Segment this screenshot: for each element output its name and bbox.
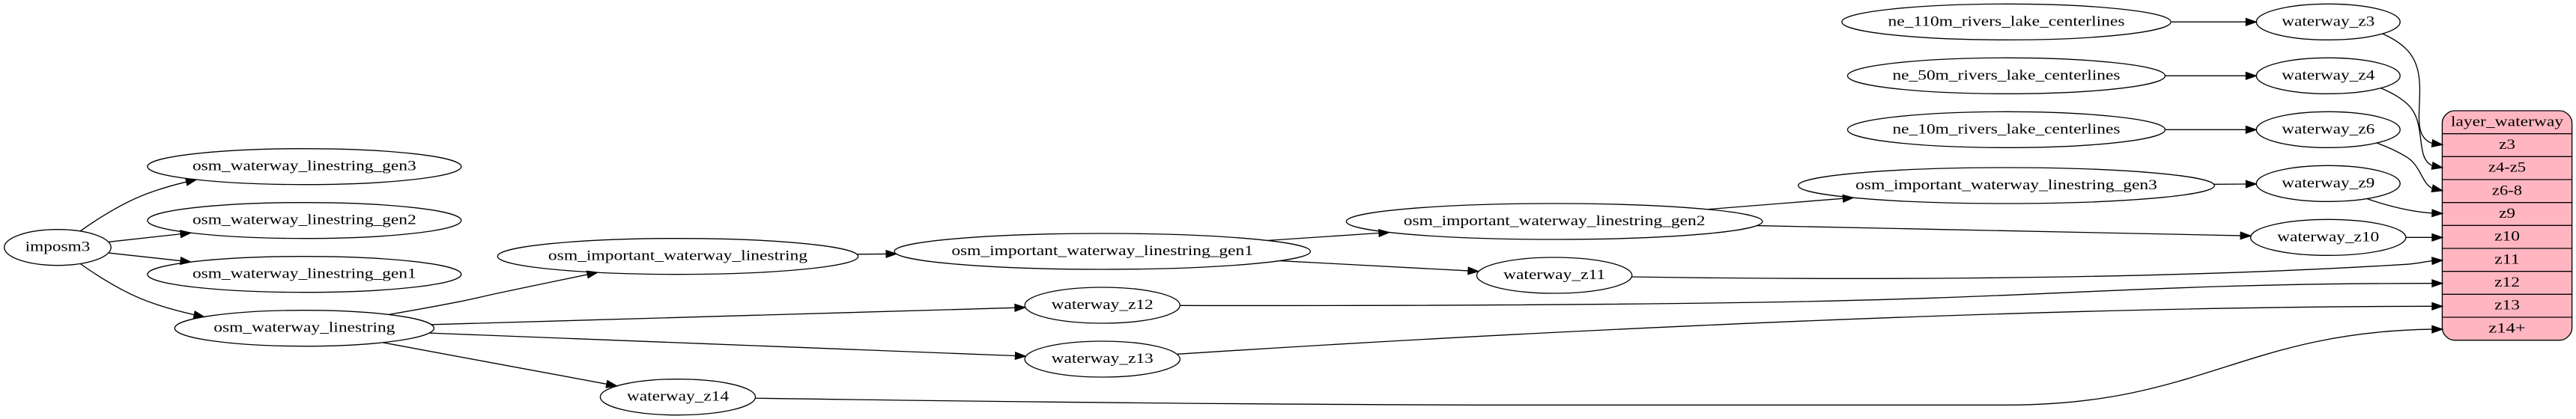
svg-text:ne_50m_rivers_lake_centerlines: ne_50m_rivers_lake_centerlines [1892, 67, 2120, 83]
svg-text:waterway_z4: waterway_z4 [2282, 67, 2375, 83]
svg-text:waterway_z14: waterway_z14 [627, 389, 730, 405]
svg-text:waterway_z3: waterway_z3 [2282, 13, 2375, 29]
svg-text:z10: z10 [2494, 229, 2520, 245]
svg-text:z11: z11 [2494, 251, 2520, 267]
svg-text:osm_important_waterway_linestr: osm_important_waterway_linestring_gen1 [951, 243, 1253, 259]
svg-text:layer_waterway: layer_waterway [2451, 114, 2564, 129]
svg-text:waterway_z6: waterway_z6 [2282, 121, 2375, 137]
svg-text:z12: z12 [2494, 275, 2520, 290]
svg-text:ne_110m_rivers_lake_centerline: ne_110m_rivers_lake_centerlines [1888, 13, 2124, 29]
svg-text:z3: z3 [2499, 137, 2515, 153]
svg-text:z9: z9 [2499, 206, 2515, 221]
svg-text:imposm3: imposm3 [25, 239, 91, 255]
svg-text:osm_waterway_linestring_gen2: osm_waterway_linestring_gen2 [193, 212, 416, 228]
svg-text:osm_waterway_linestring_gen3: osm_waterway_linestring_gen3 [193, 159, 416, 174]
svg-text:z4-z5: z4-z5 [2488, 160, 2526, 176]
svg-text:osm_waterway_linestring: osm_waterway_linestring [213, 320, 395, 336]
svg-text:z6-8: z6-8 [2492, 183, 2522, 198]
svg-text:waterway_z12: waterway_z12 [1052, 297, 1154, 313]
svg-text:waterway_z9: waterway_z9 [2282, 175, 2375, 191]
svg-text:osm_important_waterway_linestr: osm_important_waterway_linestring_gen3 [1855, 177, 2157, 193]
svg-text:ne_10m_rivers_lake_centerlines: ne_10m_rivers_lake_centerlines [1892, 121, 2120, 137]
svg-text:osm_important_waterway_linestr: osm_important_waterway_linestring_gen2 [1404, 213, 1706, 229]
svg-text:osm_waterway_linestring_gen1: osm_waterway_linestring_gen1 [193, 266, 416, 282]
svg-text:z13: z13 [2494, 298, 2520, 314]
svg-text:waterway_z13: waterway_z13 [1052, 351, 1154, 367]
svg-text:waterway_z10: waterway_z10 [2277, 229, 2379, 245]
svg-text:z14+: z14+ [2488, 320, 2526, 336]
svg-text:waterway_z11: waterway_z11 [1503, 267, 1605, 283]
svg-text:osm_important_waterway_linestr: osm_important_waterway_linestring [548, 248, 807, 264]
